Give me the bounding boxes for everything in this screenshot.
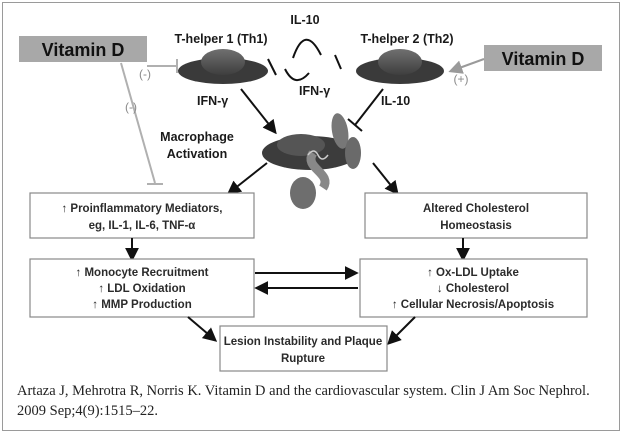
monocyte-line-1: ↑ Monocyte Recruitment	[76, 267, 209, 279]
vitamin-d-right-box: Vitamin D	[484, 45, 602, 71]
vitamin-d-right-label: Vitamin D	[502, 49, 585, 69]
il10-inhibit-bar	[267, 58, 277, 76]
vitamin-d-inhibit-lines	[120, 59, 178, 185]
diagram: Vitamin D Vitamin D (-) (-) (+) T-helper…	[19, 13, 602, 372]
ifn-gamma-inhibit-bar	[334, 54, 342, 70]
lesion-line-2: Rupture	[281, 353, 325, 365]
macrophage-icon	[262, 113, 361, 209]
box-proinflammatory: ↑ Proinflammatory Mediators, eg, IL-1, I…	[29, 192, 255, 239]
th2-label: T-helper 2 (Th2)	[360, 32, 453, 46]
il10-right-label: IL-10	[381, 94, 410, 108]
arrow-oxldl-to-lesion	[387, 316, 416, 345]
proinflammatory-line-2: eg, IL-1, IL-6, TNF-α	[89, 220, 196, 232]
il10-inhibit-arc	[292, 38, 322, 59]
vitamin-d-right-arrow	[448, 58, 485, 74]
arrow-macrophage-to-cholesterol	[372, 162, 399, 196]
figure-frame: Vitamin D Vitamin D (-) (-) (+) T-helper…	[2, 2, 620, 431]
monocyte-line-3: ↑ MMP Production	[92, 299, 191, 311]
box-cholesterol: Altered Cholesterol Homeostasis	[364, 192, 588, 239]
arrow-macrophage-to-proinflammatory	[226, 162, 268, 195]
inhibit-line-proinflammatory	[120, 62, 156, 184]
ifn-gamma-inhibit-arc	[284, 68, 310, 81]
arrow-monocyte-to-lesion	[187, 316, 218, 342]
vitamin-d-left-box: Vitamin D	[19, 36, 147, 62]
inhibit-bar-th2	[347, 118, 363, 132]
citation-text: Artaza J, Mehrotra R, Norris K. Vitamin …	[17, 383, 590, 419]
oxldl-line-2: ↓ Cholesterol	[437, 283, 509, 295]
ifn-gamma-left-label: IFN-γ	[197, 94, 228, 108]
th2-cell-icon	[356, 49, 444, 84]
il10-top-label: IL-10	[290, 13, 319, 27]
vitamin-d-left-label: Vitamin D	[42, 40, 125, 60]
sign-minus-2: (-)	[125, 100, 137, 114]
sign-plus: (+)	[454, 72, 469, 86]
box-monocyte: ↑ Monocyte Recruitment ↑ LDL Oxidation ↑…	[29, 258, 255, 318]
cholesterol-line-1: Altered Cholesterol	[423, 203, 529, 215]
macrophage-label-1: Macrophage	[160, 130, 234, 144]
inhibit-th2-to-macrophage	[354, 88, 384, 126]
ifn-gamma-center-label: IFN-γ	[299, 84, 330, 98]
oxldl-line-1: ↑ Ox-LDL Uptake	[427, 267, 519, 279]
box-oxldl: ↑ Ox-LDL Uptake ↓ Cholesterol ↑ Cellular…	[359, 258, 588, 318]
sign-minus-1: (-)	[139, 67, 151, 81]
macrophage-label-2: Activation	[167, 147, 227, 161]
monocyte-line-2: ↑ LDL Oxidation	[98, 283, 185, 295]
th1-cell-icon	[178, 49, 268, 84]
box-lesion: Lesion Instability and Plaque Rupture	[219, 325, 388, 372]
arrow-th1-to-macrophage	[240, 88, 277, 135]
th1-label: T-helper 1 (Th1)	[174, 32, 267, 46]
cholesterol-line-2: Homeostasis	[440, 220, 512, 232]
proinflammatory-line-1: ↑ Proinflammatory Mediators,	[61, 203, 222, 215]
lesion-line-1: Lesion Instability and Plaque	[224, 336, 382, 348]
oxldl-line-3: ↑ Cellular Necrosis/Apoptosis	[392, 299, 554, 311]
